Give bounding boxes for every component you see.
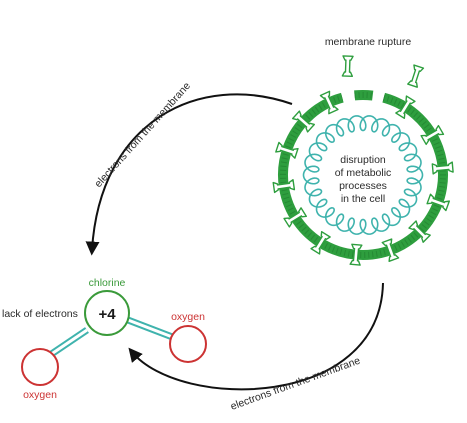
- chlorine-dioxide-molecule-icon: [21, 290, 207, 386]
- membrane-segment: [354, 89, 374, 101]
- disruption-label-line3: processes: [339, 180, 387, 192]
- disruption-label-line4: in the cell: [341, 193, 385, 205]
- membrane-channel: [381, 238, 400, 263]
- membrane-texture: [354, 91, 374, 99]
- oxygen-left-label: oxygen: [23, 389, 57, 401]
- membrane-channel: [407, 64, 425, 88]
- ruptured-channel-pieces: [341, 55, 425, 88]
- membrane-channel: [349, 243, 363, 266]
- membrane-channel: [292, 110, 315, 133]
- membrane-texture: [280, 94, 446, 258]
- bond-right: [126, 316, 177, 342]
- dna-coil-icon: [302, 115, 424, 235]
- cell-membrane-icon: [272, 55, 454, 266]
- membrane-channel: [431, 161, 454, 175]
- chlorine-atom: [84, 290, 130, 336]
- membrane-channel: [395, 95, 416, 120]
- oxygen-atom-right: [169, 325, 207, 363]
- membrane-channel: [275, 141, 299, 159]
- membrane-channel: [283, 207, 308, 228]
- charge-label: +4: [98, 306, 116, 323]
- membrane-channel: [272, 179, 296, 194]
- membrane-channel: [408, 220, 431, 243]
- curved-arrow-icon: [128, 282, 384, 391]
- oxygen-right-label: oxygen: [171, 311, 205, 323]
- curved-arrow-icon: [85, 93, 293, 256]
- chlorine-label: chlorine: [89, 277, 126, 289]
- membrane-channel: [319, 90, 339, 115]
- membrane-channel: [426, 193, 451, 212]
- membrane-rupture-label: membrane rupture: [325, 36, 412, 48]
- electrons-bottom-label: electrons from the membrane: [229, 355, 362, 413]
- membrane-channel: [310, 230, 331, 255]
- disruption-label-line1: disruption: [340, 154, 386, 166]
- lack-of-electrons-label: lack of electrons: [2, 308, 78, 320]
- membrane-channel: [341, 55, 354, 77]
- membrane-channels: [272, 90, 454, 266]
- membrane-ring: [278, 89, 448, 260]
- electrons-top-label: electrons from the membrane: [92, 80, 193, 190]
- oxygen-atom-left: [21, 348, 59, 386]
- membrane-channel: [420, 124, 445, 146]
- disruption-label-line2: of metabolic: [335, 167, 392, 179]
